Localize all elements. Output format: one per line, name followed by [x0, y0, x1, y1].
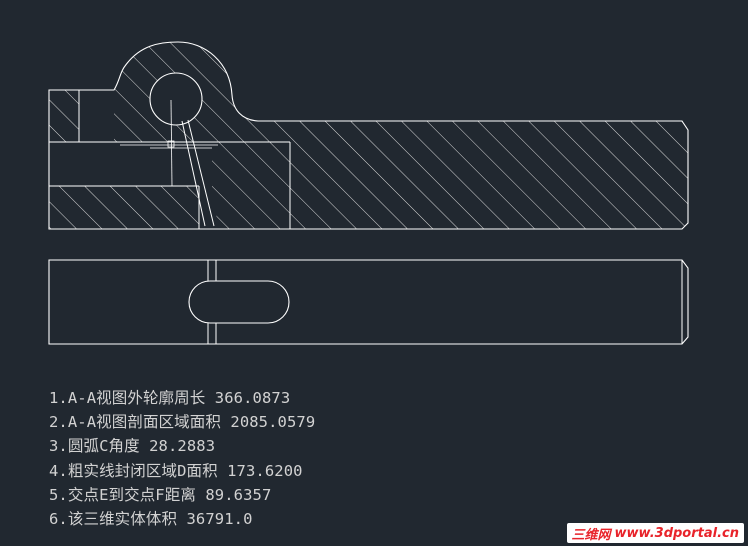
hatch-center-region: [212, 142, 290, 229]
hatch-right-region: [290, 121, 688, 229]
question-item: 2.A-A视图剖面区域面积 2085.0579: [49, 413, 316, 432]
section-view-aa[interactable]: [48, 41, 689, 230]
top-view[interactable]: [48, 259, 689, 345]
question-item: 5.交点E到交点F距离 89.6357: [49, 485, 272, 504]
question-item: 3.圆弧C角度 28.2883: [49, 437, 216, 456]
question-item: 1.A-A视图外轮廓周长 366.0873: [49, 389, 291, 407]
hatch-lug-region: [114, 42, 290, 142]
question-item: 4.粗实线封闭区域D面积 173.6200: [49, 461, 303, 480]
hatch-left-upper: [49, 90, 79, 142]
watermark-url: www.3dportal.cn: [614, 525, 739, 541]
pin-hole-mask: [150, 73, 202, 125]
watermark-logo: 三维网 www.3dportal.cn: [566, 523, 744, 543]
question-item: 6.该三维实体体积 36791.0: [49, 509, 253, 528]
watermark-name: 三维网: [571, 527, 611, 543]
top-view-outline[interactable]: [48, 259, 689, 345]
obround-slot[interactable]: [188, 280, 290, 324]
intersection-marker[interactable]: [167, 140, 175, 148]
slant-cut-line-2: [187, 119, 215, 227]
hatch-left-lower: [49, 186, 199, 229]
construction-line-vertical: [170, 99, 173, 187]
section-outline[interactable]: [48, 41, 689, 230]
question-list: 1.A-A视图外轮廓周长 366.0873 2.A-A视图剖面区域面积 2085…: [49, 386, 315, 531]
pin-hole-circle[interactable]: [149, 72, 203, 126]
slant-cut-line-1: [181, 120, 206, 227]
